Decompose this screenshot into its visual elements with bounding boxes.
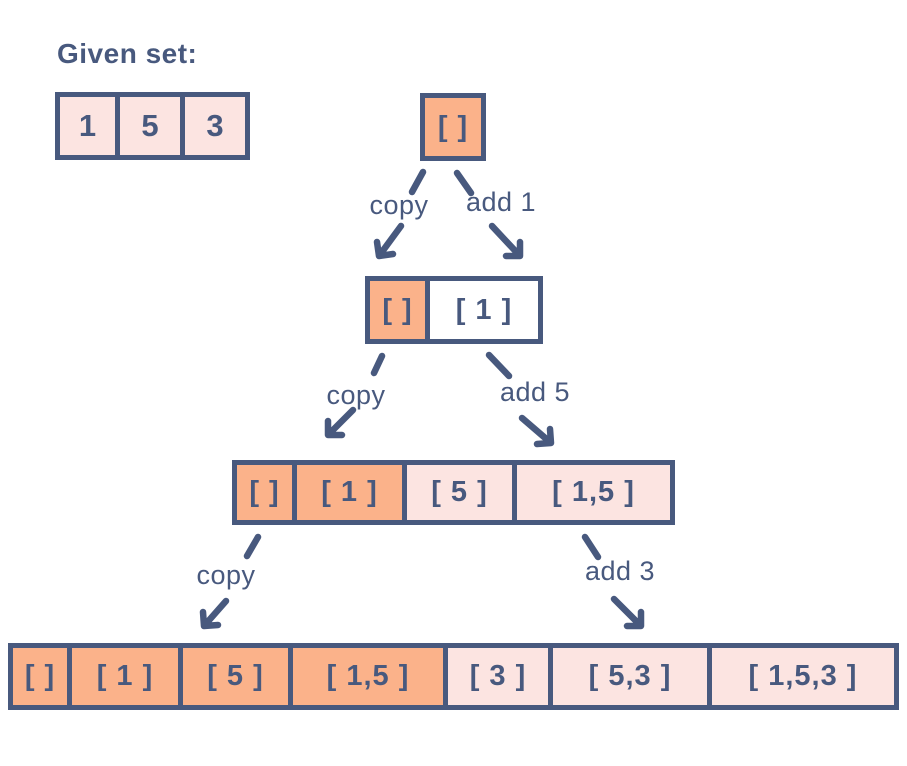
given-set-title: Given set:: [57, 38, 198, 69]
edge1-add-arrow: [518, 414, 555, 448]
subset-cell: [ 1 ]: [292, 460, 407, 525]
edge2-add-arrow: [610, 595, 645, 630]
subset-cell: [ ]: [365, 276, 430, 344]
given-set-cell: 3: [180, 92, 250, 160]
edge1-copy-arrow: [324, 406, 357, 439]
subset-cell: [ 1,5 ]: [288, 643, 448, 710]
subset-cell: [ 3 ]: [443, 643, 553, 710]
edge0-copy-arrow: [373, 222, 405, 260]
subset-cell: [ 1 ]: [425, 276, 543, 344]
given-set-row: 1 5 3: [55, 92, 250, 160]
subsets-level-0: [ ]: [420, 93, 486, 161]
subsets-level-1: [ ] [ 1 ]: [365, 276, 543, 344]
subset-cell: [ 1,5 ]: [512, 460, 675, 525]
subset-cell: [ ]: [232, 460, 297, 525]
subset-cell: [ ]: [420, 93, 486, 161]
edge1-copy-arrow-stub: [370, 352, 386, 377]
edge2-copy-arrow-stub: [243, 533, 262, 560]
edge0-add-label: add 1: [465, 187, 537, 217]
given-set-cell: 5: [115, 92, 185, 160]
edge2-copy-arrow: [199, 597, 230, 630]
edge0-add-arrow: [488, 222, 524, 260]
given-set-cell: 1: [55, 92, 120, 160]
subset-cell: [ 5 ]: [402, 460, 517, 525]
edge1-add-arrow-stub: [485, 351, 513, 380]
subset-cell: [ 1 ]: [67, 643, 183, 710]
subset-cell: [ ]: [8, 643, 72, 710]
subsets-level-3: [ ] [ 1 ] [ 5 ] [ 1,5 ] [ 3 ] [ 5,3 ] [ …: [8, 643, 899, 710]
subsets-level-2: [ ] [ 1 ] [ 5 ] [ 1,5 ]: [232, 460, 675, 525]
edge1-copy-label: copy: [326, 380, 386, 410]
edge1-add-label: add 5: [499, 377, 571, 407]
subset-cell: [ 1,5,3 ]: [707, 643, 899, 710]
subset-cell: [ 5,3 ]: [548, 643, 712, 710]
edge0-copy-arrow-stub: [408, 168, 427, 196]
subset-cell: [ 5 ]: [178, 643, 293, 710]
edge2-copy-label: copy: [196, 560, 256, 590]
edge2-add-arrow-stub: [581, 533, 602, 561]
edge2-add-label: add 3: [584, 556, 656, 586]
